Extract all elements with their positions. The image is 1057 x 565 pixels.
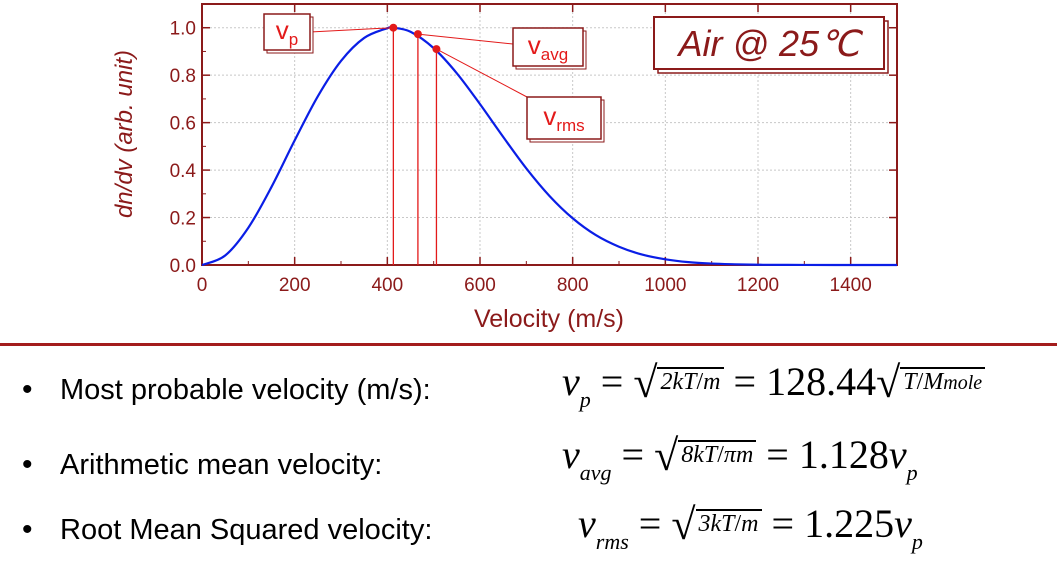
callout-label-p: vp [276, 15, 298, 49]
eq-lhs-sub: p [579, 387, 591, 412]
x-axis-label: Velocity (m/s) [474, 305, 624, 333]
chart: 0 200 400 600 800 1000 1200 1400 0.0 0.2 0.4 0.6 0.8… [111, 3, 898, 333]
callout-label-avg: vavg [528, 30, 568, 64]
x-tick-label: 800 [557, 275, 589, 296]
equation-vavg: vavg = √8kT/πm = 1.128vp [562, 431, 918, 485]
eq-rad2-num: T [903, 369, 917, 395]
eq-rad-num: 3kT [698, 511, 735, 537]
annotation-box: Air @ 25℃ [653, 16, 889, 74]
x-tick-label: 0 [197, 275, 208, 296]
bullet-dot: • [22, 373, 33, 406]
eq-tail-sub: p [906, 460, 918, 485]
bullet-dot: • [22, 513, 33, 546]
callout-line-avg [417, 33, 514, 45]
eq-rad2-den-sub: mole [943, 372, 983, 394]
x-tick-label: 1400 [830, 275, 872, 296]
callout-box-avg [512, 27, 584, 67]
eq-lhs: v [578, 501, 596, 546]
axes: 0 200 400 600 800 1000 1200 1400 0.0 0.2 0.4 0.6 0.8… [170, 4, 897, 296]
bullet-text: Root Mean Squared velocity: [60, 513, 433, 546]
callout-line-rms [436, 48, 528, 98]
callout-box-rms [526, 96, 602, 140]
x-tick-label: 1200 [737, 275, 779, 296]
callout-label-rms: vrms [543, 101, 584, 135]
marker-rms [432, 45, 441, 54]
eq-rad-den: πm [723, 442, 754, 468]
bullet-text: Most probable velocity (m/s): [60, 373, 431, 406]
y-tick-label: 1.0 [170, 19, 196, 40]
eq-rad-den: m [741, 511, 759, 537]
x-tick-label: 1000 [644, 275, 686, 296]
bullet-rms: • Root Mean Squared velocity: [22, 500, 432, 560]
bullet-most-probable: • Most probable velocity (m/s): [22, 360, 431, 420]
eq-rad-num: 2kT [660, 369, 697, 395]
x-tick-label: 200 [279, 275, 311, 296]
callout-line-p [309, 27, 394, 33]
eq-lhs-sub: rms [595, 529, 629, 554]
section-divider [0, 343, 1057, 346]
annotation-text: Air @ 25℃ [676, 23, 863, 64]
grid [202, 4, 897, 265]
plot-frame [201, 3, 898, 266]
marker-avg [413, 30, 422, 39]
eq-lhs: v [562, 359, 580, 404]
bullet-arithmetic-mean: • Arithmetic mean velocity: [22, 435, 382, 495]
y-tick-label: 0.8 [170, 66, 196, 87]
y-tick-label: 0.4 [170, 161, 197, 182]
y-axis-label: dn/dv (arb. unit) [111, 50, 138, 218]
equation-vrms: vrms = √3kT/m = 1.225vp [578, 500, 923, 554]
equation-vp: vp = √2kT/m = 128.44√T/Mmole [562, 355, 986, 412]
bullet-dot: • [22, 448, 33, 481]
y-tick-label: 0.0 [170, 256, 196, 277]
marker-p [389, 23, 398, 32]
x-tick-label: 600 [464, 275, 496, 296]
eq-coefficient: 128.44 [766, 359, 877, 404]
velocity-markers: vp vavg vrms [263, 13, 605, 265]
bullet-text: Arithmetic mean velocity: [60, 448, 383, 481]
eq-rad-den: m [703, 369, 721, 395]
maxwell-curve [201, 26, 898, 267]
eq-coefficient: 1.225 [804, 501, 895, 546]
eq-rad-num: 8kT [681, 442, 718, 468]
eq-lhs-sub: avg [579, 460, 612, 485]
callout-box-p [263, 13, 311, 51]
eq-rad2-den: M [923, 369, 944, 395]
eq-tail-sub: p [911, 529, 923, 554]
eq-tail: v [894, 501, 912, 546]
eq-lhs: v [562, 432, 580, 477]
x-tick-label: 400 [371, 275, 403, 296]
eq-tail: v [888, 432, 907, 477]
y-tick-label: 0.6 [170, 114, 196, 135]
eq-coefficient: 1.128 [798, 432, 889, 477]
y-tick-label: 0.2 [170, 209, 196, 230]
